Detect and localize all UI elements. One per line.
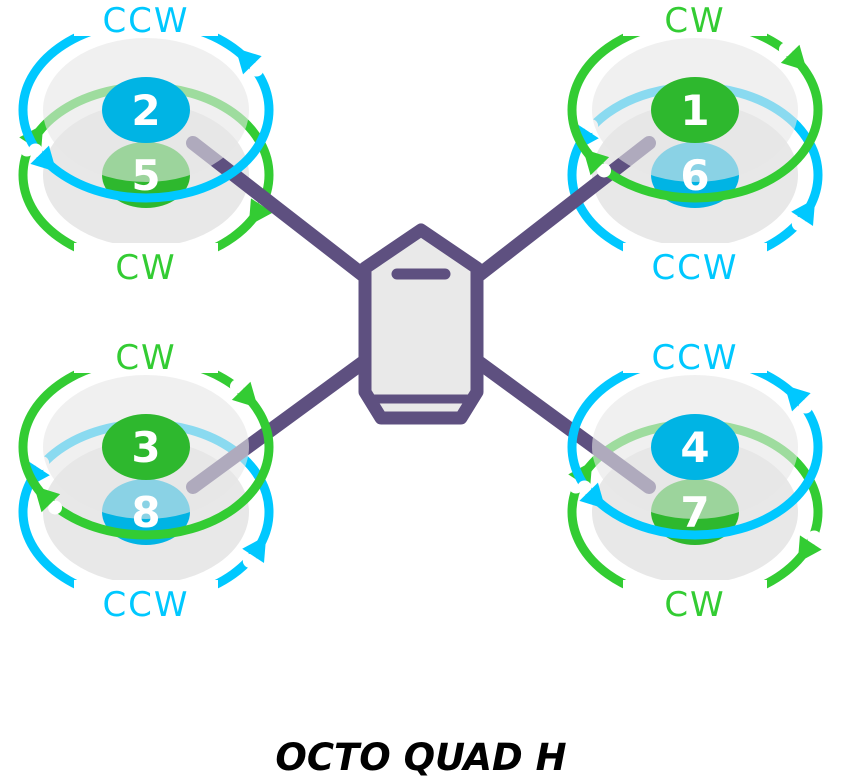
motor-1-direction-label: CW <box>664 1 725 41</box>
ring-gap <box>249 62 264 77</box>
motor-4-direction-label: CCW <box>651 338 738 378</box>
motor-2-direction-label: CCW <box>102 1 189 41</box>
counterclockwise-arrow-icon <box>30 145 57 172</box>
clockwise-arrow-icon <box>248 198 273 226</box>
ring-gap <box>778 42 793 57</box>
motor-number: 8 <box>131 488 160 537</box>
label-gap <box>74 333 218 373</box>
motor-number: 5 <box>131 151 160 200</box>
clockwise-arrow-icon <box>797 535 822 563</box>
motor-number: 1 <box>680 86 709 135</box>
ring-gap <box>48 500 63 515</box>
counterclockwise-arrow-icon <box>579 482 606 509</box>
motor-6-direction-label: CCW <box>651 248 738 288</box>
flight-controller-body <box>358 223 484 425</box>
motor-number: 4 <box>680 423 709 472</box>
counterclockwise-arrow-icon <box>784 385 811 412</box>
motor-number: 3 <box>131 423 160 472</box>
label-gap <box>623 243 767 283</box>
clockwise-arrow-icon <box>780 44 807 71</box>
motor-2-rotation-ring: CCW <box>18 0 274 203</box>
counterclockwise-arrow-icon <box>791 198 816 226</box>
ring-gap <box>28 143 43 158</box>
motor-number: 2 <box>131 86 160 135</box>
counterclockwise-arrow-icon <box>242 535 267 563</box>
motor-number: 7 <box>680 488 709 537</box>
motor-3: 3 CW <box>18 333 274 540</box>
clockwise-arrow-icon <box>34 486 61 513</box>
motor-3-rotation-ring: CW <box>18 333 274 540</box>
motor-8-rotation-ring: CCW <box>18 419 274 625</box>
motor-7-direction-label: CW <box>664 585 725 625</box>
ring-gap <box>242 553 257 568</box>
lower-motor-numbers-layer: 5 6 8 7 <box>131 151 709 537</box>
label-gap <box>74 0 218 36</box>
label-gap <box>623 580 767 620</box>
label-gap <box>74 580 218 620</box>
ring-gap <box>577 480 592 495</box>
motor-4-rotation-ring: CCW <box>567 333 823 540</box>
body-shell <box>358 223 484 425</box>
motor-4: 4 CCW <box>567 333 823 540</box>
ring-gap <box>807 530 822 545</box>
motor-1: 1 CW <box>567 0 823 203</box>
motor-8-direction-label: CCW <box>102 585 189 625</box>
motor-5-rotation-ring: CW <box>18 82 274 288</box>
motor-3-direction-label: CW <box>115 338 176 378</box>
label-gap <box>623 333 767 373</box>
motor-6-rotation-ring: CCW <box>567 82 823 288</box>
motor-number-badge <box>102 77 190 143</box>
motor-number: 6 <box>680 151 709 200</box>
ring-gap <box>798 399 813 414</box>
ring-gap <box>597 163 612 178</box>
motor-1-rotation-ring: CW <box>567 0 823 203</box>
ring-gap <box>791 216 806 231</box>
counterclockwise-arrow-icon <box>235 48 262 75</box>
label-gap <box>74 243 218 283</box>
motor-5-direction-label: CW <box>115 248 176 288</box>
ring-gap <box>229 379 244 394</box>
motor-number-badge <box>651 77 739 143</box>
label-gap <box>623 0 767 36</box>
motor-2: 2 CCW <box>18 0 274 203</box>
motor-number-badge <box>651 414 739 480</box>
clockwise-arrow-icon <box>231 381 258 408</box>
motor-number-badge <box>102 414 190 480</box>
diagram-title: OCTO QUAD H <box>275 736 566 779</box>
clockwise-arrow-icon <box>583 149 610 176</box>
